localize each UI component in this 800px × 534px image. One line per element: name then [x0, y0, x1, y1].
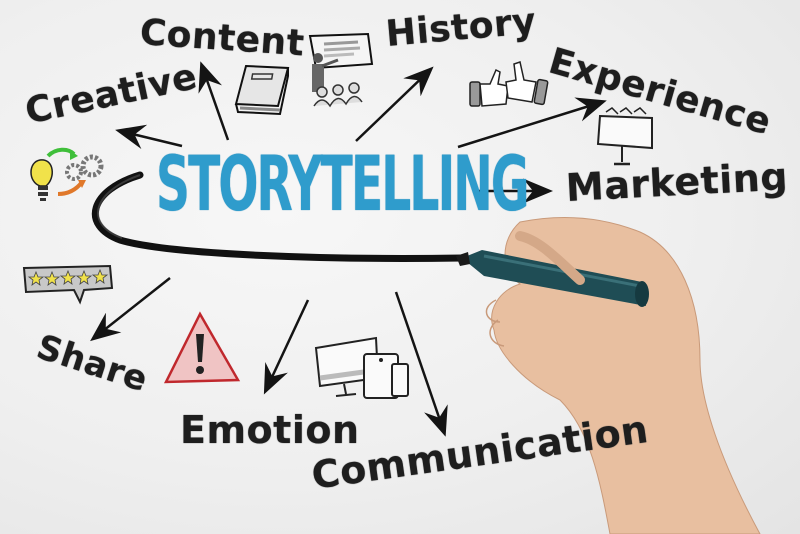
label-emotion: Emotion — [180, 408, 360, 452]
warning-triangle-icon — [163, 311, 241, 384]
star-rating-bubble-icon — [22, 264, 114, 305]
devices-icon — [314, 336, 409, 399]
billboard-icon — [596, 107, 653, 166]
presentation-icon — [308, 32, 374, 108]
lightbulb-gears-icon — [30, 147, 104, 201]
thumbs-up-icon — [469, 61, 549, 107]
central-concept-title: STORYTELLING — [156, 139, 530, 228]
underline-swoosh — [91, 171, 466, 262]
book-icon — [234, 64, 290, 116]
hand-with-marker — [456, 216, 761, 534]
